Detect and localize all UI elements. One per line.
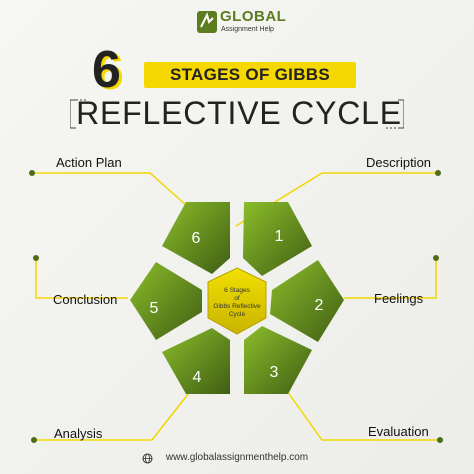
connector-dot-6 (29, 170, 35, 176)
segment-stage-2[interactable] (270, 260, 344, 342)
stage-label-conclusion: Conclusion (53, 292, 118, 307)
connector-dot-3 (437, 437, 443, 443)
title-highlight-band (144, 62, 356, 88)
stage-number-5: 5 (150, 300, 159, 317)
center-text-line-2: of (234, 295, 240, 302)
stage-number-6: 6 (192, 230, 201, 247)
brand-subtitle: Assignment Help (221, 26, 274, 33)
connector-dot-5 (33, 255, 39, 261)
stage-number-4: 4 (193, 369, 202, 386)
stage-label-analysis: Analysis (54, 426, 103, 441)
connector-dot-4 (31, 437, 37, 443)
segment-stage-4[interactable] (162, 328, 230, 394)
footer-url[interactable]: www.globalassignmenthelp.com (165, 452, 309, 463)
logo-mark-icon (197, 11, 217, 33)
stage-label-feelings: Feelings (374, 291, 424, 306)
segment-stage-6[interactable] (162, 202, 230, 274)
center-text-line-1: 6 Stages (224, 287, 250, 294)
connector-stage-2 (344, 258, 437, 299)
segment-stage-3[interactable] (244, 326, 312, 394)
title-line-1: STAGES OF GIBBS (169, 65, 331, 84)
brand-name: GLOBAL (220, 8, 287, 25)
title-frame (70, 99, 404, 129)
stage-number-2: 2 (315, 297, 324, 314)
title-number: 6 (92, 41, 121, 99)
segment-stage-1[interactable] (243, 202, 312, 276)
connector-dot-2 (433, 255, 439, 261)
stage-number-1: 1 (275, 228, 284, 245)
connector-dot-1 (435, 170, 441, 176)
connector-stage-4 (34, 383, 197, 441)
globe-icon (142, 453, 153, 464)
stage-label-description: Description (366, 155, 432, 170)
center-text-line-4: Cycle (229, 311, 246, 318)
connector-stage-5 (35, 258, 128, 299)
title-line-2: REFLECTIVE CYCLE (76, 95, 402, 131)
brand-logo[interactable]: GLOBAL Assignment Help (196, 8, 296, 38)
stage-label-action-plan: Action Plan (56, 155, 122, 170)
center-text-line-3: Gibbs Reflective (213, 303, 261, 310)
connector-stage-3 (281, 383, 440, 441)
stage-number-3: 3 (270, 364, 279, 381)
center-hexagon (207, 267, 267, 335)
segment-stage-5[interactable] (130, 262, 202, 340)
stage-label-evaluation: Evaluation (368, 424, 429, 439)
connector-stage-6 (32, 172, 197, 215)
